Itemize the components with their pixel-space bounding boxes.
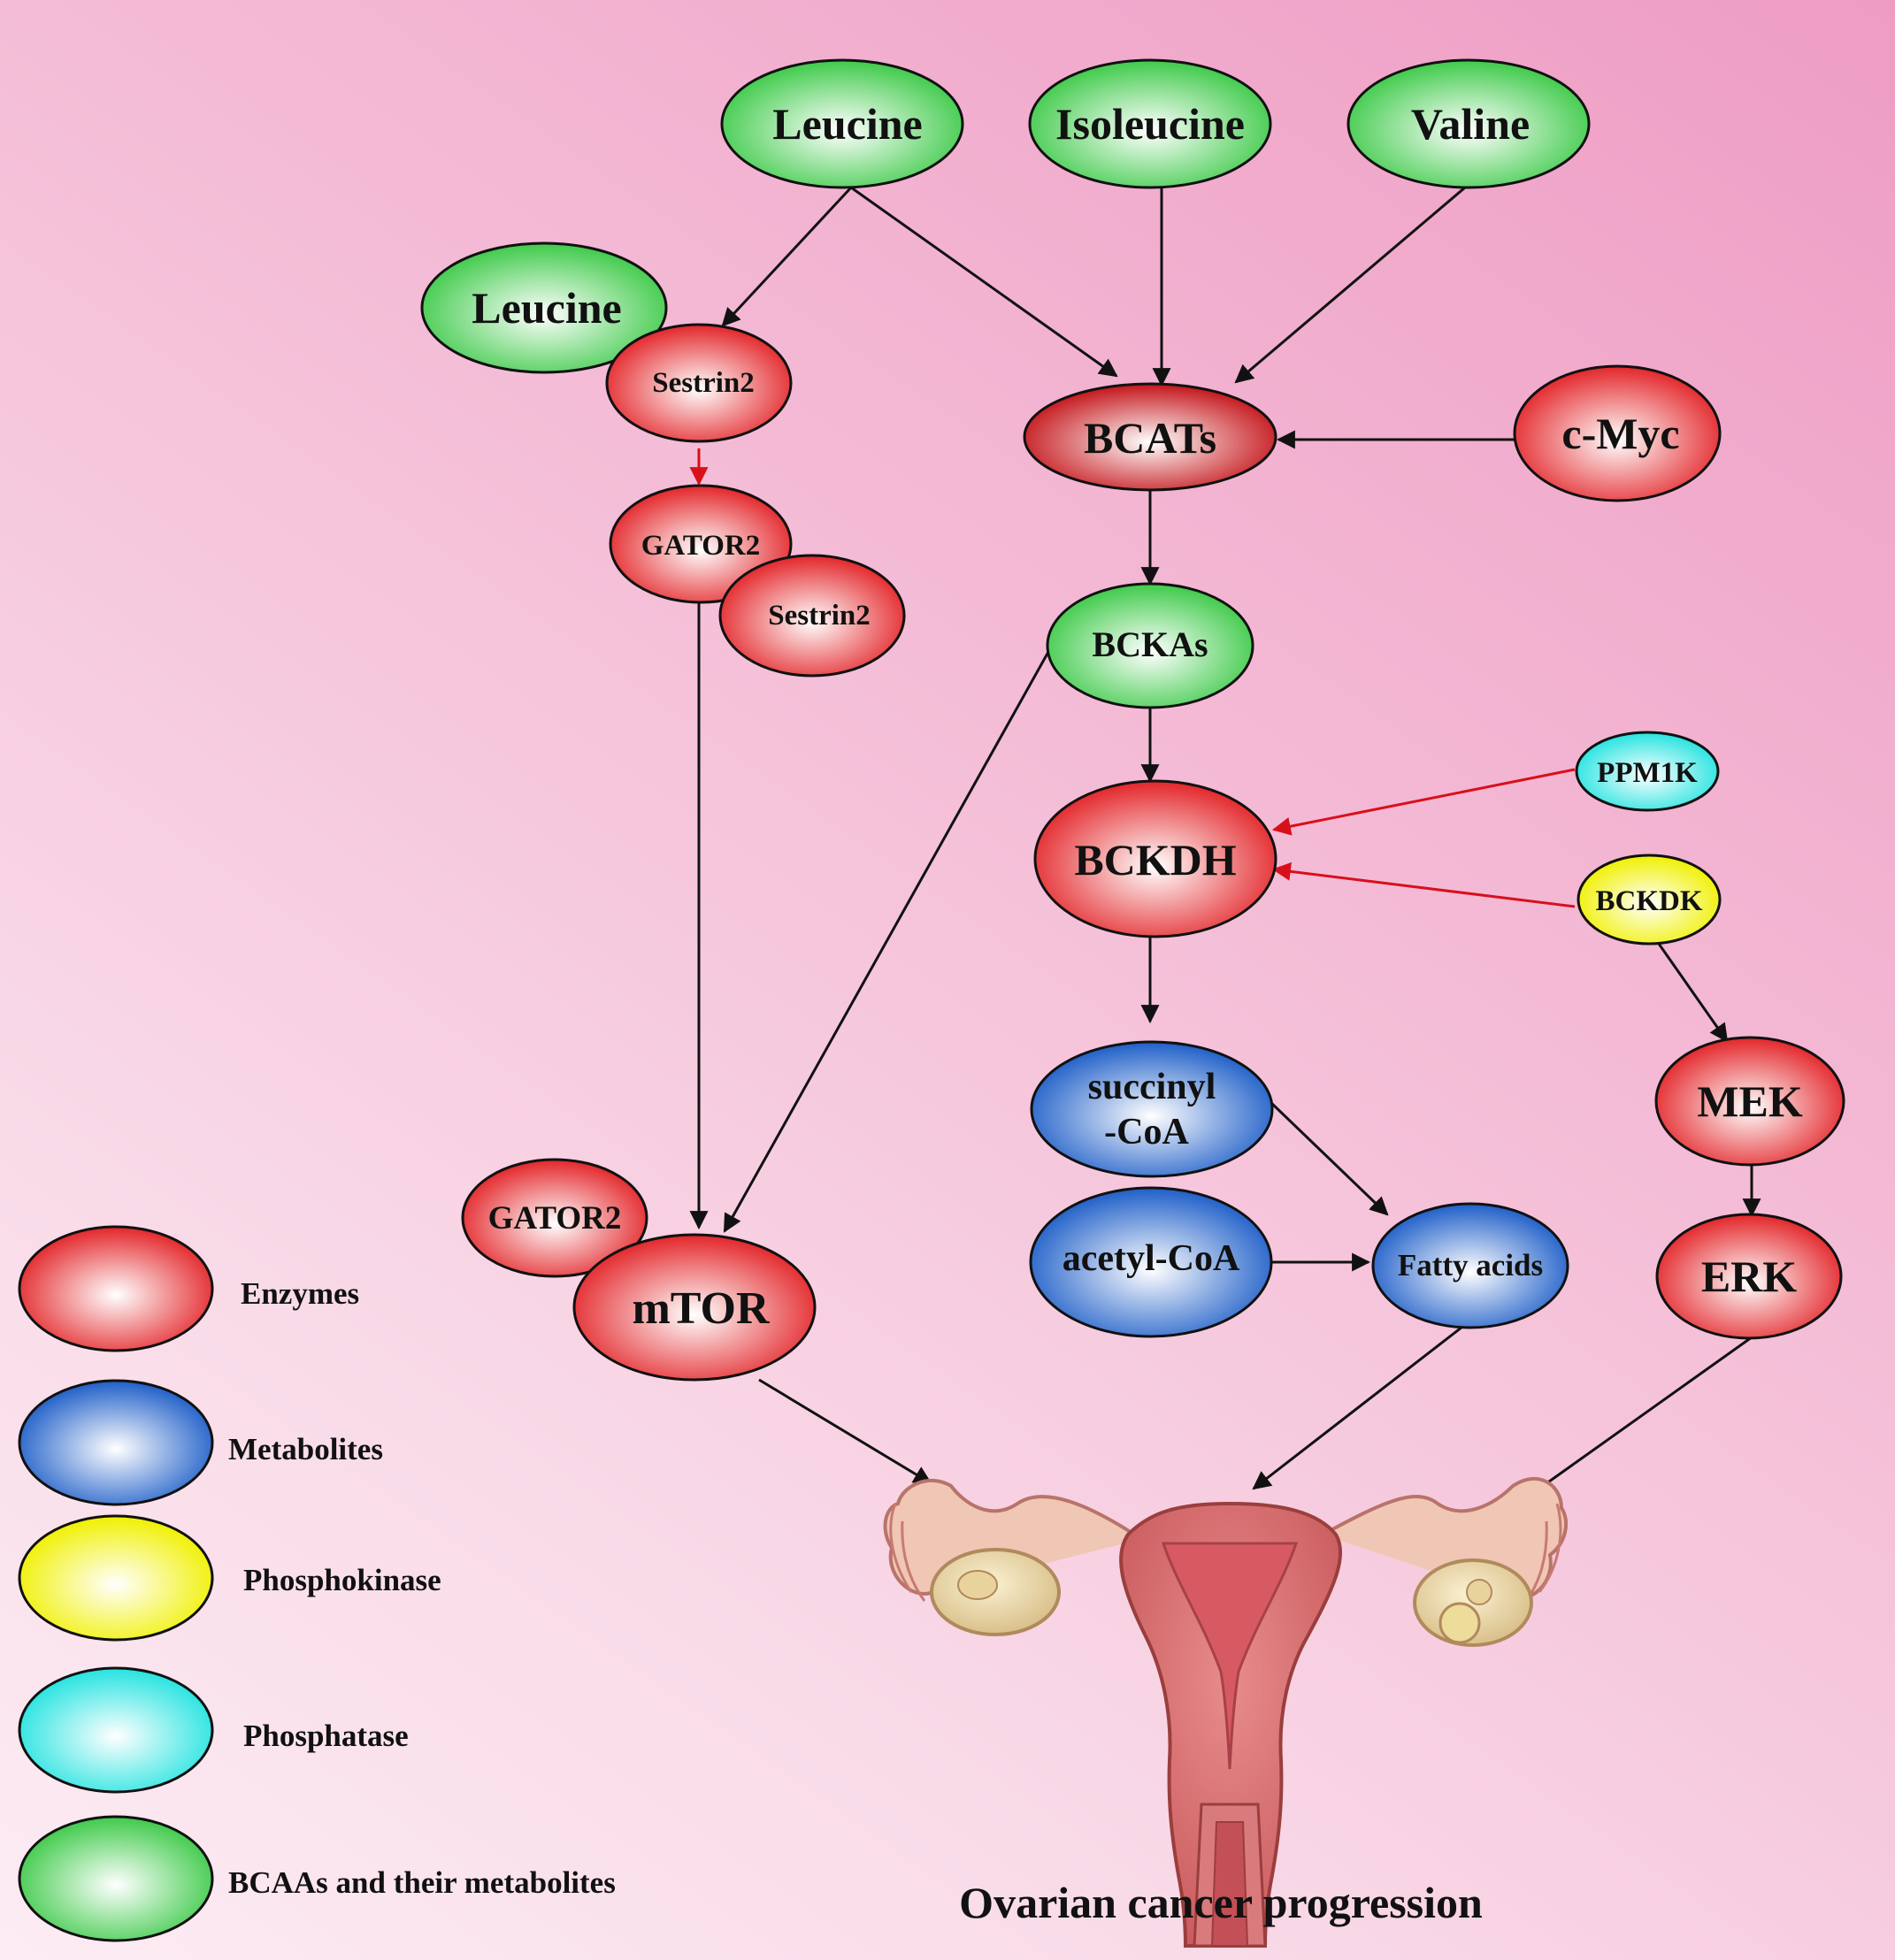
node-mtor: mTOR [572, 1233, 817, 1382]
node-succinyl-coa-label-line1: succinyl [1088, 1067, 1216, 1107]
node-bckdk: BCKDK [1577, 854, 1722, 946]
edge-erk-ovary [1529, 1336, 1753, 1497]
legend-label-metabolites: Metabolites [228, 1432, 383, 1466]
legend-swatch-phosphokinase [18, 1514, 214, 1642]
legend-item-metabolites: Metabolites [18, 1379, 383, 1506]
legend-item-phosphokinase: Phosphokinase [18, 1514, 441, 1642]
node-erk-label: ERK [1701, 1252, 1797, 1301]
node-sestrin2-top: Sestrin2 [605, 323, 793, 443]
legend-swatch-metabolites [18, 1379, 214, 1506]
node-acetyl-coa-label: acetyl-CoA [1063, 1238, 1240, 1279]
legend-item-phosphatase: Phosphatase [18, 1666, 409, 1794]
node-bckdh: BCKDH [1033, 779, 1277, 938]
outcome-label: Ovarian cancer progression [959, 1878, 1483, 1927]
node-valine: Valine [1346, 58, 1591, 189]
node-erk: ERK [1655, 1213, 1843, 1340]
legend-swatch-enzymes [18, 1225, 214, 1352]
node-acetyl-coa: acetyl-CoA [1029, 1186, 1273, 1338]
node-leucine-left-label: Leucine [472, 283, 621, 333]
legend-swatch-bcaas [18, 1815, 214, 1942]
node-gator2-bottom-label: GATOR2 [488, 1200, 622, 1236]
edge-ppm1k-bckdh [1271, 768, 1576, 836]
node-fatty-acids: Fatty acids [1371, 1202, 1569, 1329]
edge-mtor-ovary [758, 1378, 932, 1485]
uterus-illustration [883, 1476, 1569, 1948]
node-gator2-bottom: GATOR2 [461, 1158, 648, 1278]
node-bckas-label: BCKAs [1092, 624, 1208, 664]
node-succinyl-coa: succinyl -CoA [1030, 1040, 1274, 1178]
edge-succinyl-fatty [1270, 1101, 1389, 1216]
node-succinyl-coa-label-line2: -CoA [1104, 1112, 1189, 1152]
node-leucine-top-label: Leucine [772, 99, 922, 149]
node-gator2-top-label: GATOR2 [641, 530, 760, 562]
legend: Enzymes Metabolites Phosphokinase Phosph… [18, 1225, 616, 1942]
edge-bckdk-bckdh [1271, 861, 1576, 908]
node-ppm1k: PPM1K [1575, 731, 1720, 812]
node-mtor-label: mTOR [632, 1283, 771, 1334]
node-bckas: BCKAs [1046, 582, 1254, 709]
node-leucine-top: Leucine [720, 58, 964, 189]
legend-label-phosphatase: Phosphatase [243, 1719, 409, 1753]
edge-bckas-mtor [723, 651, 1050, 1233]
node-sestrin2-top-label: Sestrin2 [652, 367, 755, 399]
legend-label-enzymes: Enzymes [241, 1276, 359, 1311]
node-mek-label: MEK [1697, 1076, 1803, 1126]
legend-swatch-phosphatase [18, 1666, 214, 1794]
node-ppm1k-label: PPM1K [1597, 757, 1698, 789]
legend-label-phosphokinase: Phosphokinase [243, 1563, 441, 1597]
node-fatty-acids-label: Fatty acids [1398, 1248, 1543, 1282]
node-sestrin2-mid: Sestrin2 [718, 554, 906, 678]
node-valine-label: Valine [1411, 99, 1530, 149]
node-cmyc-label: c-Myc [1561, 409, 1679, 458]
node-sestrin2-mid-label: Sestrin2 [768, 600, 871, 632]
node-leucine-left: Leucine [420, 241, 668, 374]
node-cmyc: c-Myc [1513, 364, 1722, 502]
edge-fatty-ovary [1252, 1322, 1467, 1490]
edge-leucine-bcats [850, 186, 1118, 378]
edge-leucine-sestrin2 [721, 186, 853, 327]
node-bcats: BCATs [1023, 382, 1277, 492]
node-isoleucine: Isoleucine [1028, 58, 1272, 189]
node-bckdh-label: BCKDH [1074, 835, 1236, 884]
legend-label-bcaas: BCAAs and their metabolites [228, 1865, 616, 1900]
node-isoleucine-label: Isoleucine [1055, 99, 1245, 149]
edges [689, 186, 1761, 1497]
node-bcats-label: BCATs [1084, 413, 1216, 463]
node-mek: MEK [1654, 1036, 1845, 1167]
edge-bckdk-mek [1657, 943, 1729, 1043]
legend-item-bcaas: BCAAs and their metabolites [18, 1815, 616, 1942]
legend-item-enzymes: Enzymes [18, 1225, 359, 1352]
edge-valine-bcats [1234, 186, 1466, 384]
node-bckdk-label: BCKDK [1595, 885, 1702, 917]
